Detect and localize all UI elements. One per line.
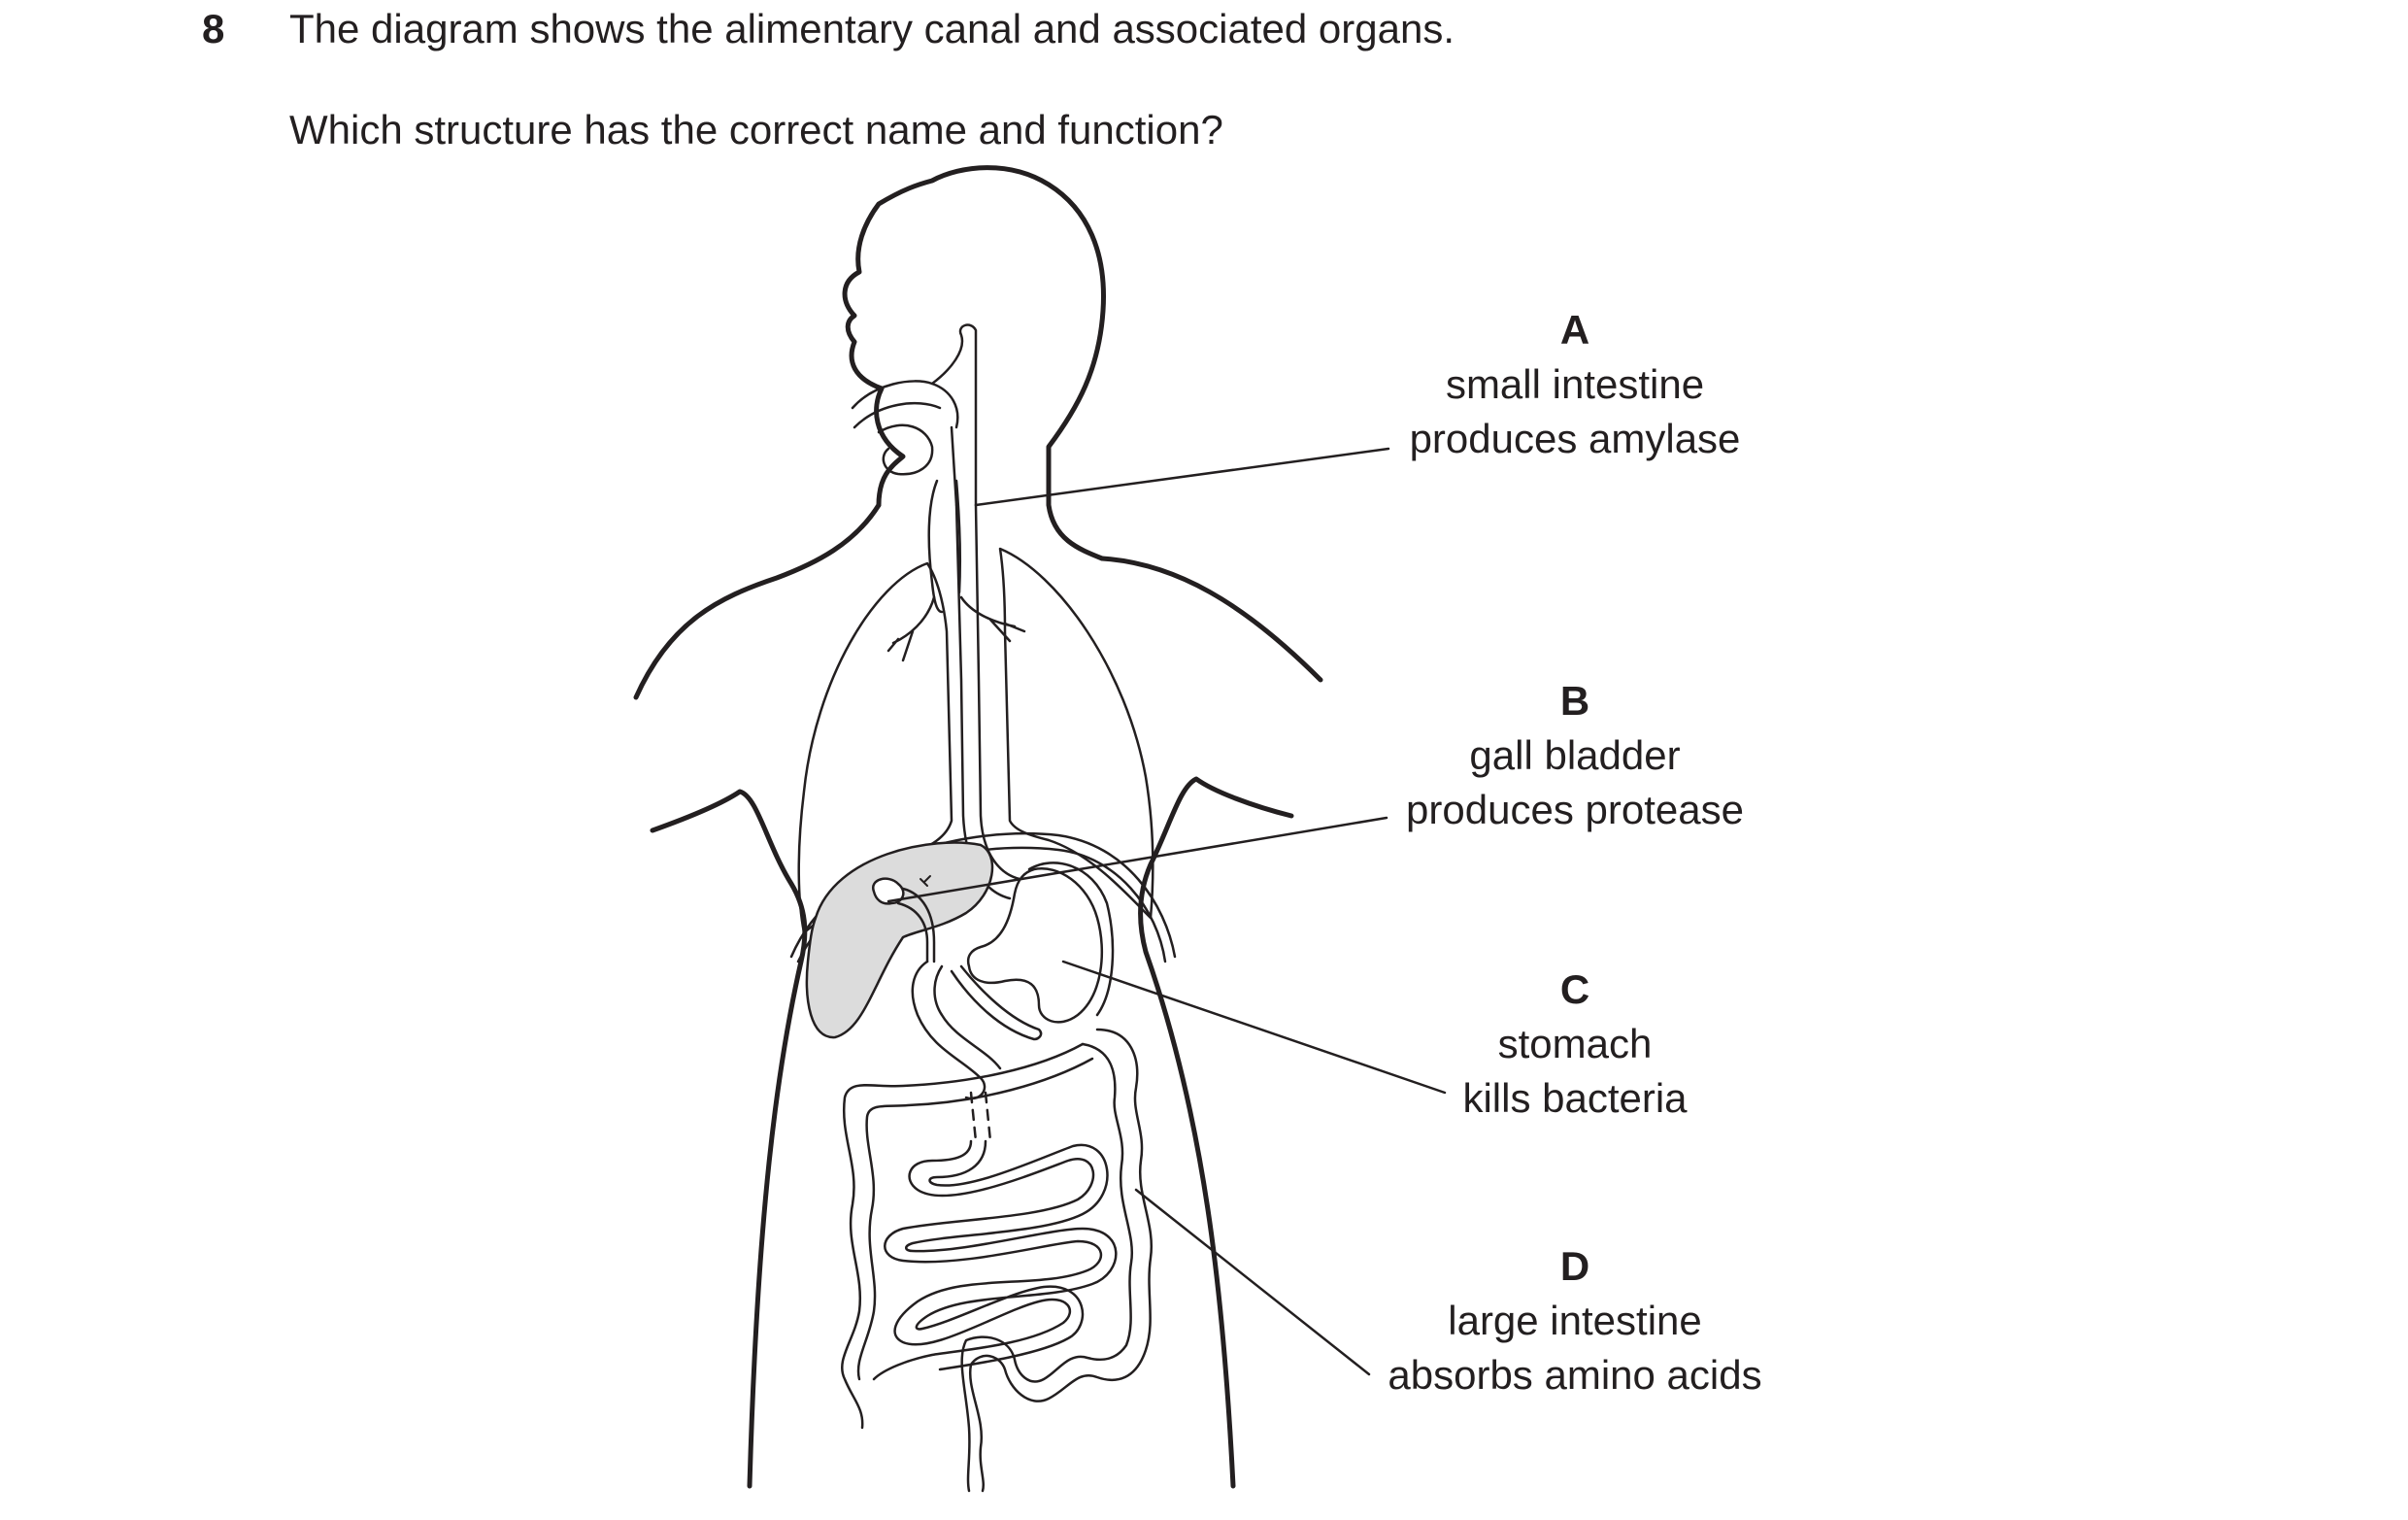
option-a-letter: A: [1559, 307, 1590, 353]
option-a-function: produces amylase: [1409, 416, 1741, 461]
head-outline: [842, 165, 1106, 561]
bile-duct: [896, 901, 929, 963]
large-intestine: [968, 1028, 1154, 1493]
left-shoulder-outline: [633, 502, 882, 700]
right-lung: [998, 547, 1154, 920]
right-shoulder-outline: [1099, 556, 1323, 683]
question-prompt: Which structure has the correct name and…: [289, 107, 1223, 152]
option-a: A small intestine produces amylase: [1284, 303, 1866, 466]
option-a-name: small intestine: [1445, 361, 1705, 407]
option-d: D large intestine absorbs amino acids: [1284, 1239, 1866, 1402]
leader-line-a: [974, 447, 1390, 507]
trachea: [927, 479, 944, 614]
option-c-function: kills bacteria: [1462, 1075, 1688, 1121]
duodenum: [911, 960, 987, 1100]
option-d-name: large intestine: [1448, 1298, 1702, 1343]
question-stem: The diagram shows the alimentary canal a…: [289, 6, 1455, 51]
leader-line-c: [1061, 960, 1447, 1095]
left-arm-outline: [650, 789, 808, 1489]
question-number: 8: [202, 6, 225, 51]
leader-line-d: [1134, 1188, 1371, 1376]
leader-line-b: [886, 816, 1388, 903]
option-b-function: produces protease: [1406, 787, 1744, 832]
option-c: C stomach kills bacteria: [1284, 963, 1866, 1126]
option-b-name: gall bladder: [1469, 732, 1681, 778]
stomach: [966, 866, 1103, 1024]
option-c-name: stomach: [1497, 1021, 1653, 1066]
option-d-letter: D: [1559, 1243, 1590, 1289]
right-arm-outline: [1138, 776, 1294, 1489]
gall-bladder: [871, 877, 905, 905]
left-bronchus: [886, 595, 936, 662]
liver: [805, 841, 994, 1039]
tongue: [877, 423, 934, 476]
option-d-function: absorbs amino acids: [1388, 1352, 1762, 1398]
option-b: B gall bladder produces protease: [1284, 674, 1866, 837]
oesophagus: [974, 503, 1021, 881]
pancreas: [950, 964, 1043, 1041]
small-intestine: [872, 1139, 1103, 1381]
right-bronchus: [959, 595, 1026, 643]
option-b-letter: B: [1559, 678, 1590, 724]
option-c-letter: C: [1559, 966, 1590, 1012]
